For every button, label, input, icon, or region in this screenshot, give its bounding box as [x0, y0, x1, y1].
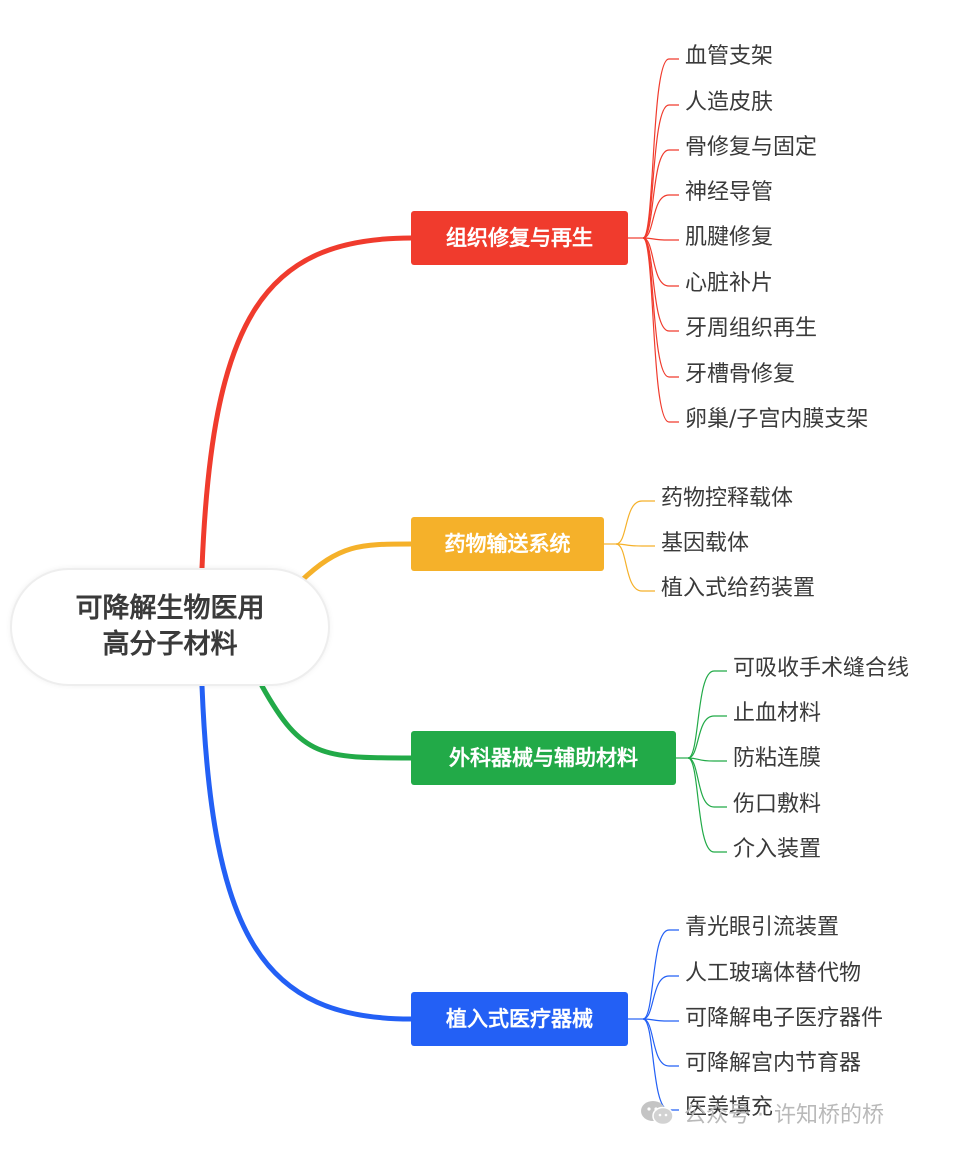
branch-node-4[interactable]: 植入式医疗器械: [411, 992, 628, 1046]
edge-leaf-3-4: [687, 757, 727, 808]
edge-leaf-1-2: [642, 104, 679, 239]
watermark-name: 许知桥的桥: [774, 1103, 885, 1128]
leaf-node[interactable]: 植入式给药装置: [661, 576, 816, 601]
branch-node-1[interactable]: 组织修复与再生: [411, 211, 628, 265]
leaf-node[interactable]: 基因载体: [661, 531, 750, 556]
leaf-node[interactable]: 防粘连膜: [733, 746, 822, 771]
edge-leaf-1-5: [642, 237, 679, 241]
leaf-node[interactable]: 医美填充: [685, 1095, 774, 1120]
root-title-line-1: 可降解生物医用: [75, 593, 265, 624]
edge-leaf-2-1: [615, 500, 655, 545]
leaf-node[interactable]: 牙周组织再生: [685, 316, 818, 341]
edge-root-branch-2: [297, 541, 414, 585]
edge-leaf-1-6: [642, 237, 679, 287]
root-title-line-2: 高分子材料: [102, 629, 238, 660]
leaf-node[interactable]: 药物控释载体: [661, 486, 794, 511]
edge-root-branch-4: [199, 683, 414, 1022]
edge-leaf-3-2: [687, 715, 727, 759]
edge-leaf-3-5: [687, 757, 727, 853]
leaf-node[interactable]: 神经导管: [685, 180, 774, 205]
wechat-icon: [641, 1101, 674, 1126]
watermark: 公众号 · 许知桥的桥: [640, 1096, 884, 1130]
edge-leaf-4-2: [642, 975, 679, 1020]
branch-node-2[interactable]: 药物输送系统: [411, 517, 604, 571]
edge-leaf-3-1: [687, 670, 727, 759]
edge-leaf-1-4: [642, 194, 679, 239]
leaf-node[interactable]: 青光眼引流装置: [685, 915, 840, 940]
edge-leaf-3-3: [687, 757, 727, 762]
branch-node-3[interactable]: 外科器械与辅助材料: [411, 731, 676, 785]
leaf-node[interactable]: 可降解宫内节育器: [685, 1051, 862, 1076]
leaf-node[interactable]: 卵巢/子宫内膜支架: [685, 407, 869, 432]
leaf-node[interactable]: 肌腱修复: [685, 225, 774, 250]
leaf-node[interactable]: 人造皮肤: [685, 90, 774, 115]
root-node[interactable]: 可降解生物医用 高分子材料: [10, 568, 330, 686]
leaf-node[interactable]: 止血材料: [733, 701, 822, 726]
edge-leaf-1-9: [642, 237, 679, 423]
leaf-node[interactable]: 人工玻璃体替代物: [685, 961, 862, 986]
edge-leaf-4-3: [642, 1018, 679, 1022]
leaf-node[interactable]: 可吸收手术缝合线: [733, 656, 910, 681]
edge-leaf-1-3: [642, 149, 679, 239]
leaf-node[interactable]: 牙槽骨修复: [685, 362, 796, 387]
leaf-node[interactable]: 血管支架: [685, 44, 774, 69]
edge-leaf-2-3: [615, 543, 655, 592]
watermark-prefix: 公众号 ·: [684, 1103, 764, 1128]
edge-leaf-4-4: [642, 1018, 679, 1067]
edge-leaf-1-1: [642, 58, 679, 239]
edge-leaf-4-1: [642, 929, 679, 1020]
edge-root-branch-3: [259, 683, 414, 761]
leaf-node[interactable]: 骨修复与固定: [685, 135, 818, 160]
leaf-node[interactable]: 介入装置: [733, 837, 822, 862]
edge-leaf-2-2: [615, 543, 655, 547]
leaf-node[interactable]: 可降解电子医疗器件: [685, 1006, 884, 1031]
leaf-node[interactable]: 心脏补片: [685, 271, 774, 296]
leaf-node[interactable]: 伤口敷料: [733, 792, 822, 817]
edge-root-branch-1: [199, 235, 414, 571]
